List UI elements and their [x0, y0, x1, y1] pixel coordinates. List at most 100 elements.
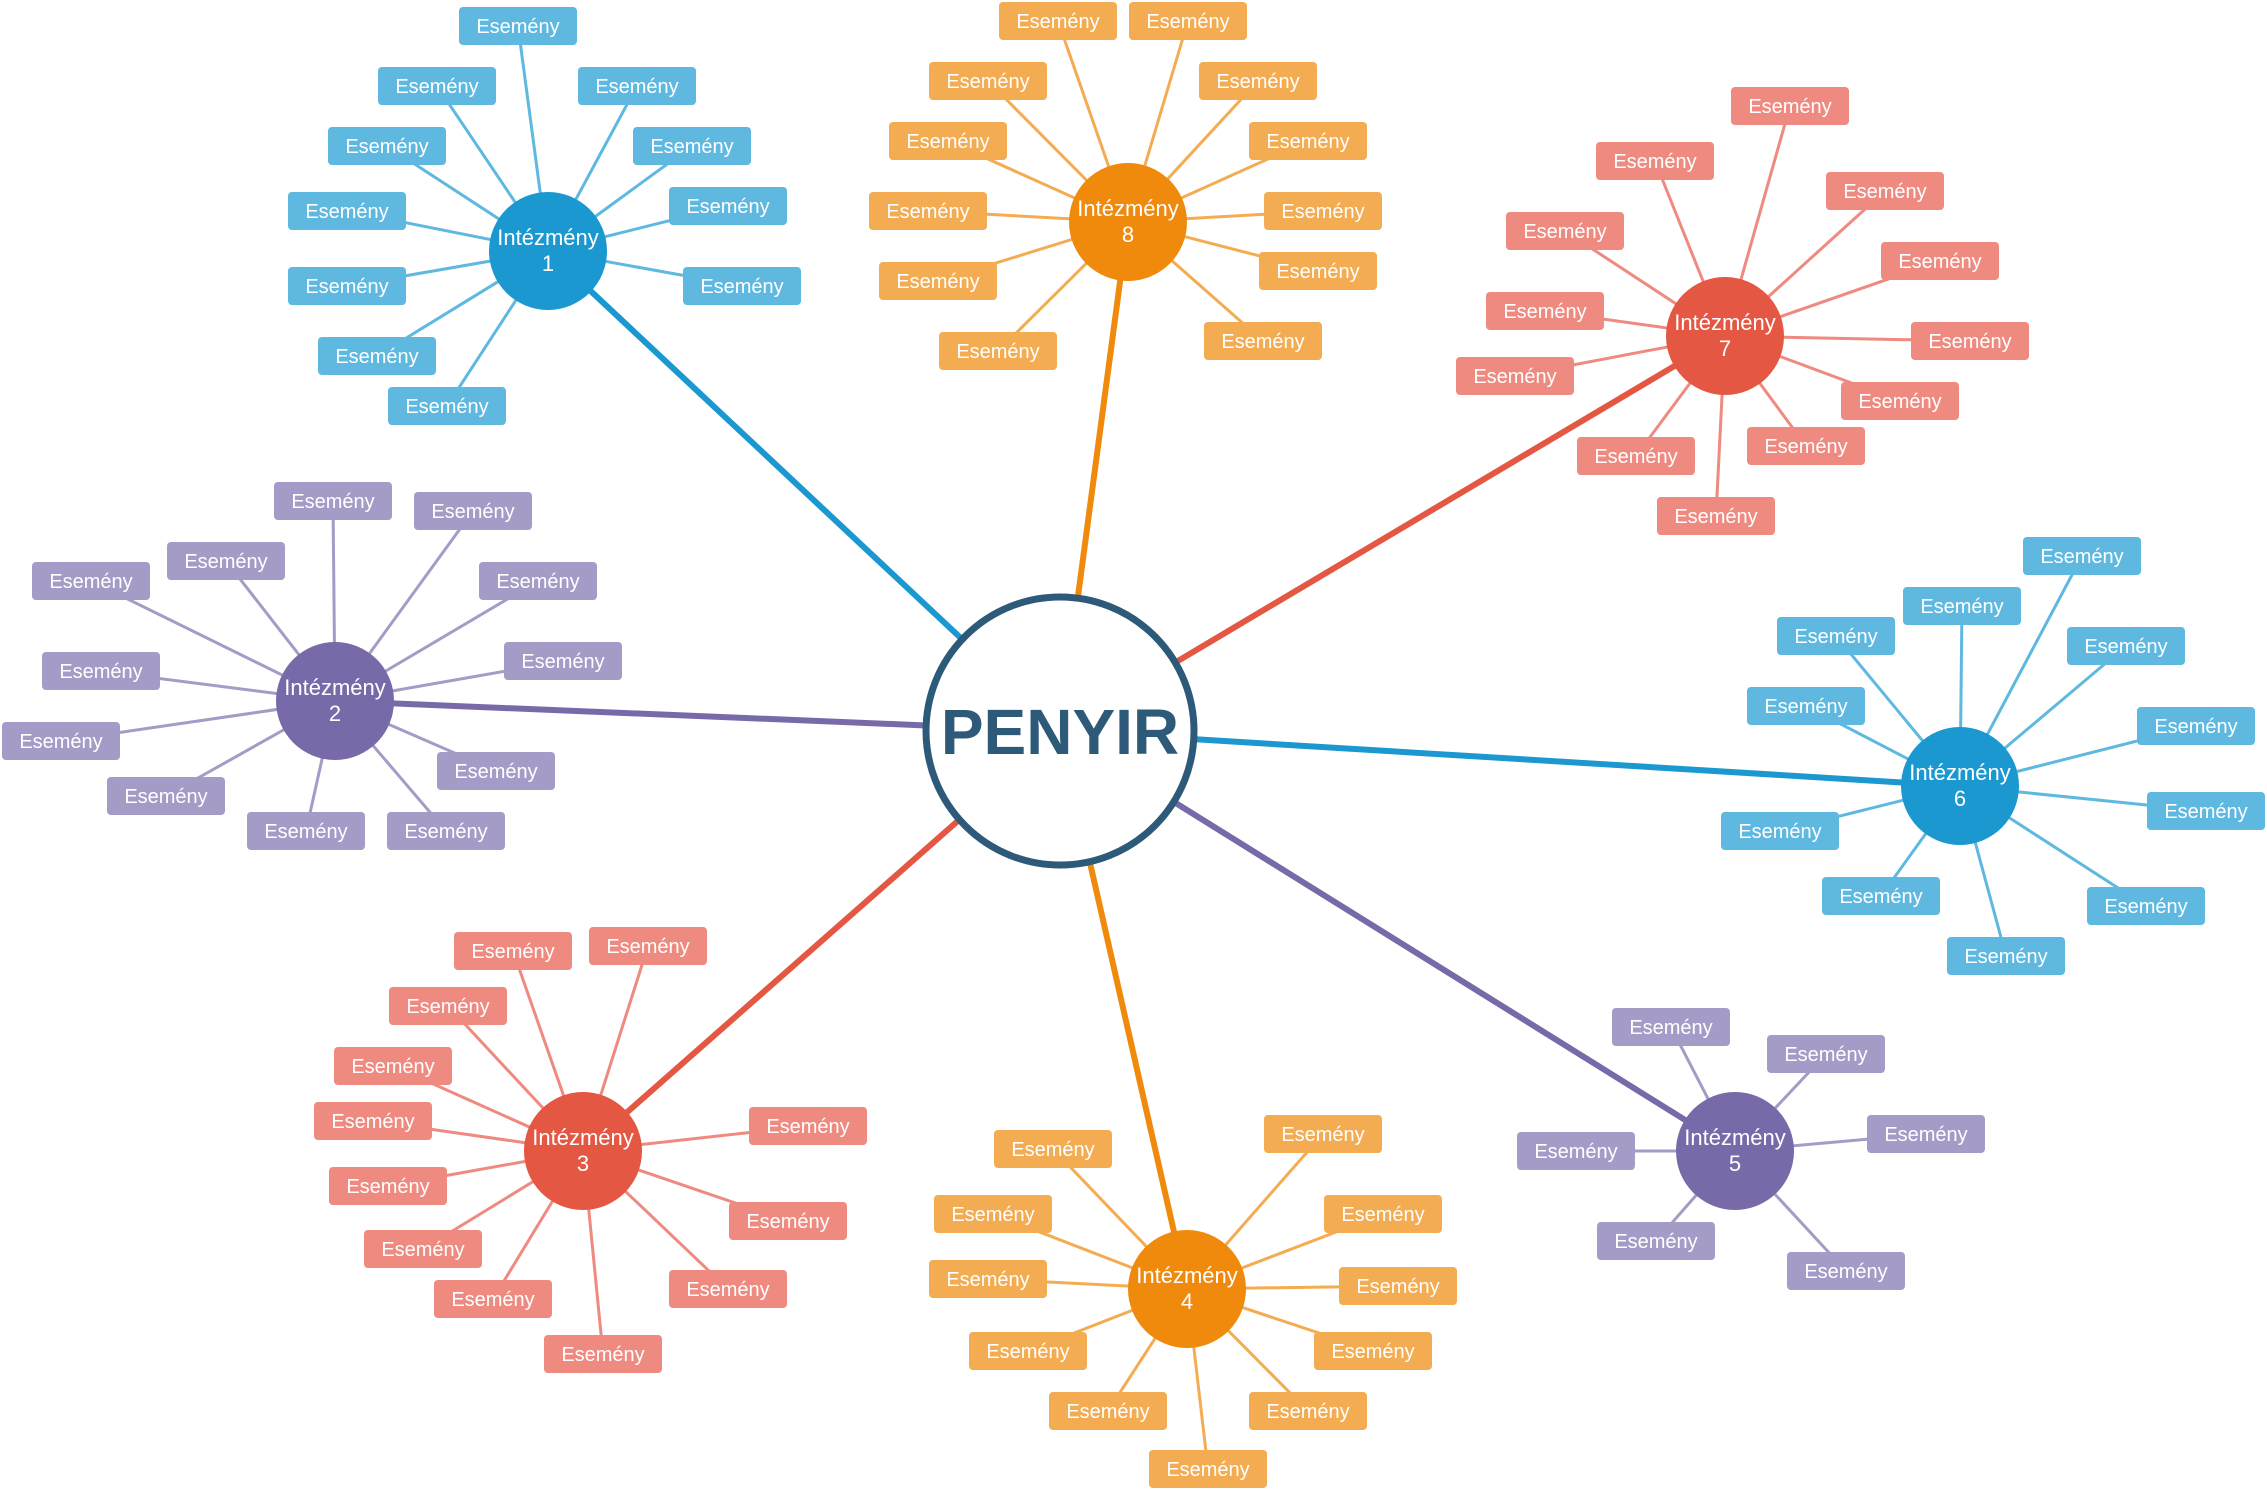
event-node[interactable]: Esemény: [1199, 62, 1317, 100]
event-node[interactable]: Esemény: [1577, 437, 1695, 475]
event-node[interactable]: Esemény: [1486, 292, 1604, 330]
event-node[interactable]: Esemény: [1324, 1195, 1442, 1233]
event-node[interactable]: Esemény: [1881, 242, 1999, 280]
event-node[interactable]: Esemény: [879, 262, 997, 300]
event-node[interactable]: Esemény: [318, 337, 436, 375]
event-node[interactable]: Esemény: [683, 267, 801, 305]
event-node[interactable]: Esemény: [2, 722, 120, 760]
event-node[interactable]: Esemény: [1264, 192, 1382, 230]
event-node[interactable]: Esemény: [479, 562, 597, 600]
event-node[interactable]: Esemény: [1721, 812, 1839, 850]
event-node[interactable]: Esemény: [1259, 252, 1377, 290]
event-node[interactable]: Esemény: [414, 492, 532, 530]
event-node[interactable]: Esemény: [2087, 887, 2205, 925]
event-node[interactable]: Esemény: [1149, 1450, 1267, 1488]
event-node[interactable]: Esemény: [2067, 627, 2185, 665]
event-node[interactable]: Esemény: [1947, 937, 2065, 975]
event-node[interactable]: Esemény: [1767, 1035, 1885, 1073]
event-node[interactable]: Esemény: [1826, 172, 1944, 210]
event-node[interactable]: Esemény: [288, 267, 406, 305]
event-node[interactable]: Esemény: [1612, 1008, 1730, 1046]
event-node[interactable]: Esemény: [247, 812, 365, 850]
event-node[interactable]: Esemény: [32, 562, 150, 600]
event-node[interactable]: Esemény: [929, 62, 1047, 100]
event-node[interactable]: Esemény: [389, 987, 507, 1025]
event-node[interactable]: Esemény: [504, 642, 622, 680]
event-node[interactable]: Esemény: [314, 1102, 432, 1140]
event-node[interactable]: Esemény: [633, 127, 751, 165]
event-node[interactable]: Esemény: [1841, 382, 1959, 420]
event-node[interactable]: Esemény: [869, 192, 987, 230]
event-node[interactable]: Esemény: [749, 1107, 867, 1145]
event-node[interactable]: Esemény: [459, 7, 577, 45]
event-node[interactable]: Esemény: [1747, 687, 1865, 725]
event-node[interactable]: Esemény: [669, 1270, 787, 1308]
event-node[interactable]: Esemény: [729, 1202, 847, 1240]
event-node[interactable]: Esemény: [329, 1167, 447, 1205]
center-node[interactable]: PENYIR: [922, 593, 1198, 869]
event-node[interactable]: Esemény: [889, 122, 1007, 160]
event-node[interactable]: Esemény: [364, 1230, 482, 1268]
event-node[interactable]: Esemény: [969, 1332, 1087, 1370]
event-node[interactable]: Esemény: [1597, 1222, 1715, 1260]
event-node[interactable]: Esemény: [1822, 877, 1940, 915]
event-node[interactable]: Esemény: [1911, 322, 2029, 360]
event-node[interactable]: Esemény: [2147, 792, 2265, 830]
event-node[interactable]: Esemény: [669, 187, 787, 225]
event-node[interactable]: Esemény: [1456, 357, 1574, 395]
event-node[interactable]: Esemény: [288, 192, 406, 230]
event-node[interactable]: Esemény: [1506, 212, 1624, 250]
event-node[interactable]: Esemény: [1129, 2, 1247, 40]
event-node[interactable]: Esemény: [1867, 1115, 1985, 1153]
event-node[interactable]: Esemény: [999, 2, 1117, 40]
event-node[interactable]: Esemény: [934, 1195, 1052, 1233]
event-node[interactable]: Esemény: [1204, 322, 1322, 360]
event-node[interactable]: Esemény: [1517, 1132, 1635, 1170]
event-node[interactable]: Esemény: [1731, 87, 1849, 125]
event-node[interactable]: Esemény: [578, 67, 696, 105]
event-node[interactable]: Esemény: [107, 777, 225, 815]
event-node[interactable]: Esemény: [1314, 1332, 1432, 1370]
event-node[interactable]: Esemény: [1903, 587, 2021, 625]
event-node[interactable]: Esemény: [437, 752, 555, 790]
event-node[interactable]: Esemény: [929, 1260, 1047, 1298]
event-node[interactable]: Esemény: [1777, 617, 1895, 655]
event-node[interactable]: Esemény: [334, 1047, 452, 1085]
event-box: [479, 562, 597, 600]
event-node[interactable]: Esemény: [274, 482, 392, 520]
event-node[interactable]: Esemény: [387, 812, 505, 850]
event-node[interactable]: Esemény: [1339, 1267, 1457, 1305]
event-label: Esemény: [1503, 301, 1586, 323]
event-node[interactable]: Esemény: [2137, 707, 2255, 745]
event-node[interactable]: Esemény: [1264, 1115, 1382, 1153]
hub-label-title: Intézmény: [1909, 760, 2011, 785]
event-node[interactable]: Esemény: [328, 127, 446, 165]
event-node[interactable]: Esemény: [2023, 537, 2141, 575]
event-node[interactable]: Esemény: [434, 1280, 552, 1318]
event-node[interactable]: Esemény: [994, 1130, 1112, 1168]
event-node[interactable]: Esemény: [42, 652, 160, 690]
event-node[interactable]: Esemény: [167, 542, 285, 580]
event-node[interactable]: Esemény: [454, 932, 572, 970]
event-node[interactable]: Esemény: [1249, 1392, 1367, 1430]
event-node[interactable]: Esemény: [1049, 1392, 1167, 1430]
event-node[interactable]: Esemény: [1657, 497, 1775, 535]
event-label: Esemény: [1858, 391, 1941, 413]
event-node[interactable]: Esemény: [1249, 122, 1367, 160]
event-node[interactable]: Esemény: [1596, 142, 1714, 180]
event-node[interactable]: Esemény: [589, 927, 707, 965]
event-node[interactable]: Esemény: [544, 1335, 662, 1373]
event-node[interactable]: Esemény: [939, 332, 1057, 370]
event-node[interactable]: Esemény: [388, 387, 506, 425]
event-node[interactable]: Esemény: [1787, 1252, 1905, 1290]
event-node[interactable]: Esemény: [378, 67, 496, 105]
event-node[interactable]: Esemény: [1747, 427, 1865, 465]
